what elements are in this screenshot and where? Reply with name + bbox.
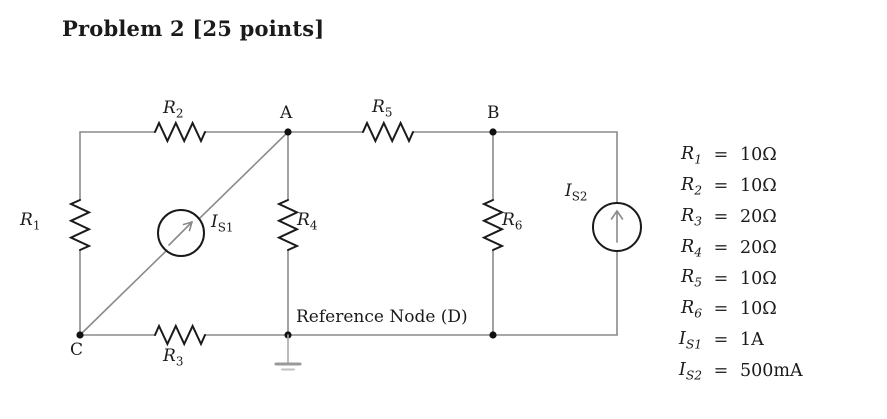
- value-row-r6: R6=10Ω: [681, 298, 777, 321]
- equals-sign: =: [713, 268, 729, 289]
- resistor-r6: [481, 199, 505, 251]
- equals-sign: =: [713, 237, 729, 258]
- label-r4: R4: [297, 210, 318, 233]
- current-arrow-icon: [610, 210, 624, 243]
- resistor-r1: [68, 199, 92, 251]
- value-row-r4: R4=20Ω: [681, 236, 777, 260]
- equals-sign: =: [713, 299, 729, 320]
- node-label-a: A: [280, 103, 293, 123]
- node-dot: [489, 331, 497, 339]
- values-list: R1=10Ω R2=10Ω R3=20Ω R4=20Ω R5=10Ω R6=10…: [660, 140, 875, 386]
- current-arrow-icon: [168, 221, 193, 246]
- label-r5: R5: [372, 97, 393, 120]
- equals-sign: =: [713, 206, 729, 227]
- value-row-is1: IS1=1A: [678, 328, 764, 352]
- current-source-is1: [157, 209, 205, 257]
- equals-sign: =: [713, 176, 729, 197]
- equals-sign: =: [713, 330, 729, 351]
- resistor-r4: [276, 199, 300, 251]
- ground-icon: [274, 334, 302, 371]
- label-r6: R6: [502, 210, 523, 233]
- resistor-r2: [154, 120, 206, 144]
- resistors: [68, 120, 505, 347]
- value-row-is2: IS2=500mA: [678, 359, 803, 383]
- value-row-r1: R1=10Ω: [681, 144, 777, 167]
- reference-node-label: Reference Node (D): [296, 307, 468, 327]
- current-source-is2: [592, 202, 642, 252]
- node-label-b: B: [487, 103, 500, 123]
- node-dot-c: [76, 331, 84, 339]
- label-is1: IS1: [211, 212, 234, 235]
- label-r1: R1: [20, 210, 41, 233]
- value-row-r3: R3=20Ω: [681, 205, 777, 229]
- label-r2: R2: [163, 98, 184, 121]
- label-is2: IS2: [565, 181, 588, 204]
- problem-title: Problem 2 [25 points]: [62, 16, 325, 41]
- node-dot-b: [489, 128, 497, 136]
- node-label-c: C: [70, 340, 84, 360]
- label-r3: R3: [163, 346, 184, 369]
- value-row-r2: R2=10Ω: [681, 174, 777, 198]
- resistor-r3: [154, 323, 206, 347]
- equals-sign: =: [713, 145, 729, 166]
- resistor-r5: [362, 120, 414, 144]
- value-row-r5: R5=10Ω: [681, 267, 777, 290]
- equals-sign: =: [713, 360, 729, 381]
- node-dot-a: [284, 128, 292, 136]
